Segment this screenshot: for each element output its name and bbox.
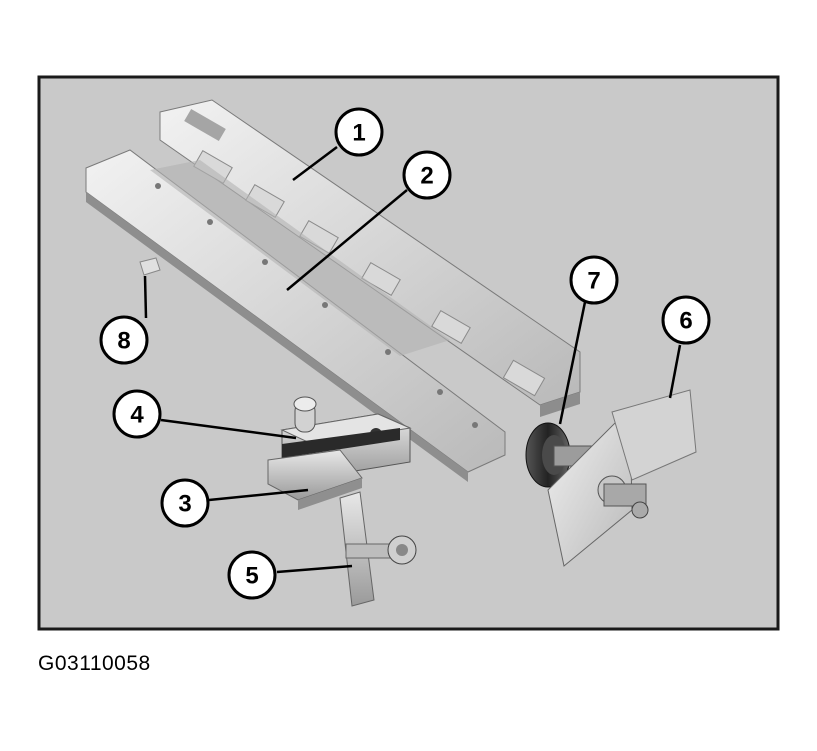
- callout-1-label: 1: [352, 120, 365, 147]
- callout-5: 5: [227, 550, 277, 600]
- part-6-bracket: [547, 389, 697, 567]
- callout-8: 8: [99, 315, 149, 365]
- callout-5-label: 5: [245, 563, 258, 590]
- part-1-back-rail: [159, 99, 581, 417]
- callout-8-label: 8: [117, 328, 130, 355]
- callout-4: 4: [112, 389, 162, 439]
- callout-6: 6: [661, 295, 711, 345]
- callout-3: 3: [160, 478, 210, 528]
- callout-3-label: 3: [178, 491, 191, 518]
- callout-7: 7: [569, 255, 619, 305]
- callout-1: 1: [334, 107, 384, 157]
- figure-caption: G03110058: [38, 652, 151, 675]
- callout-7-label: 7: [587, 268, 600, 295]
- leader-lines: [143, 146, 682, 574]
- part-2-front-rail: [85, 149, 506, 482]
- part-8-pin: [139, 257, 161, 276]
- callout-4-label: 4: [130, 402, 144, 429]
- callout-2-label: 2: [420, 163, 433, 190]
- part-3-base-plate: [267, 449, 363, 510]
- callout-6-label: 6: [679, 308, 692, 335]
- callout-2: 2: [402, 150, 452, 200]
- part-5-wing-bolt: [339, 491, 417, 607]
